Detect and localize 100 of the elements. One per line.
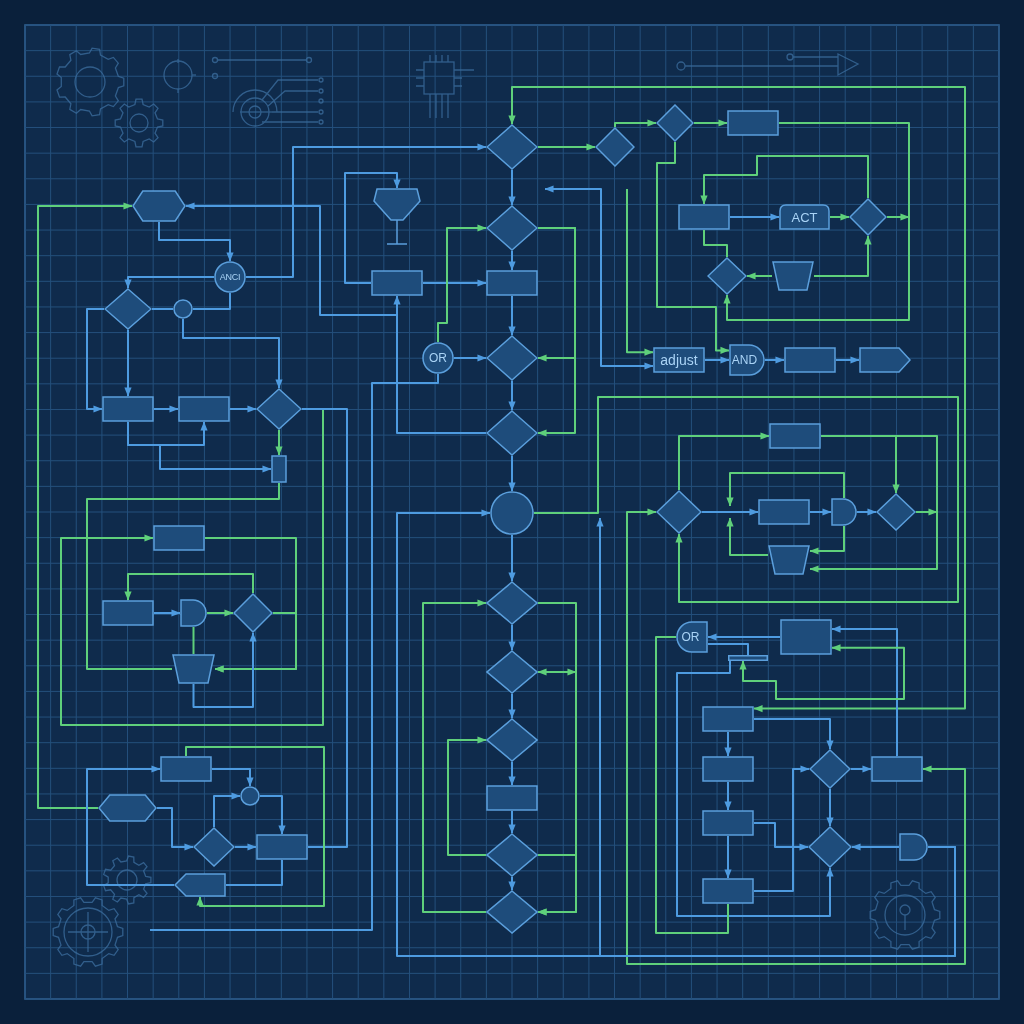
arrow xyxy=(508,876,516,891)
arrow xyxy=(234,843,257,851)
arrow xyxy=(626,188,654,356)
arrow xyxy=(826,788,834,827)
arrow xyxy=(185,746,325,907)
junction-bar xyxy=(728,655,768,661)
arrow xyxy=(508,810,516,834)
decision-diamond xyxy=(849,198,887,236)
arrow xyxy=(693,119,728,127)
node-label: OR xyxy=(429,352,447,364)
process-box xyxy=(271,455,287,483)
arrow xyxy=(746,272,773,280)
arrow xyxy=(124,329,132,397)
node-label: OR xyxy=(681,631,701,643)
process-box xyxy=(102,396,154,422)
arrow xyxy=(86,765,175,886)
process-box xyxy=(102,600,154,626)
arrow xyxy=(753,718,834,750)
arrow xyxy=(422,599,487,913)
decision-diamond xyxy=(656,490,702,534)
decision-diamond xyxy=(809,749,851,789)
connector-circle xyxy=(422,342,454,374)
arrow xyxy=(447,736,487,856)
arrow xyxy=(127,421,272,473)
arrow xyxy=(192,632,257,708)
process-box xyxy=(780,619,832,655)
arrow xyxy=(533,396,959,603)
arrow xyxy=(508,250,516,271)
hexagon-shape xyxy=(98,794,157,822)
decision-diamond xyxy=(233,593,273,633)
decision-diamond xyxy=(486,335,538,381)
arrow xyxy=(211,768,254,787)
connector-line xyxy=(707,643,749,656)
pentagon-arrow-shape xyxy=(859,347,911,373)
connector-line xyxy=(192,626,195,655)
connector-line xyxy=(225,859,283,886)
decision-diamond xyxy=(486,410,538,456)
arrow xyxy=(508,761,516,786)
arrow xyxy=(124,573,254,601)
process-box xyxy=(371,270,423,296)
decision-diamond xyxy=(486,718,538,762)
arrow xyxy=(229,405,257,413)
arrow xyxy=(537,854,577,916)
arrow xyxy=(656,141,730,354)
arrow xyxy=(724,835,732,879)
node-label: ANCI xyxy=(219,272,241,282)
arrow xyxy=(156,807,194,851)
arrow xyxy=(60,408,324,726)
arrow xyxy=(753,765,810,892)
arrow xyxy=(214,612,297,673)
process-box xyxy=(160,756,212,782)
process-box xyxy=(486,270,538,296)
connector-line xyxy=(149,373,439,931)
process-box xyxy=(702,756,754,782)
arrow xyxy=(856,508,877,516)
decision-diamond xyxy=(486,205,538,251)
arrow xyxy=(809,525,845,555)
decision-diamond xyxy=(486,890,538,934)
process-box xyxy=(256,834,308,860)
arrow xyxy=(213,792,241,828)
logic-gate xyxy=(676,621,708,653)
arrow xyxy=(508,169,516,206)
decision-diamond xyxy=(256,388,302,430)
arrow xyxy=(676,660,834,917)
arrow xyxy=(275,429,283,456)
arrow xyxy=(704,356,730,364)
arrow xyxy=(537,143,596,151)
arrow xyxy=(437,224,487,343)
process-box xyxy=(727,110,779,136)
arrow xyxy=(86,308,105,413)
connector-line xyxy=(655,636,729,934)
connector-circle xyxy=(173,299,193,319)
connector-circle xyxy=(214,261,246,293)
pentagon-arrow-shape xyxy=(174,873,226,897)
process-box xyxy=(702,878,754,904)
decision-diamond xyxy=(808,826,852,868)
process-box xyxy=(779,204,830,230)
arrow xyxy=(37,202,133,809)
decision-diamond xyxy=(595,127,635,167)
arrow xyxy=(537,227,576,437)
decision-diamond xyxy=(104,288,152,330)
arrow xyxy=(851,843,900,851)
connector-line xyxy=(703,229,728,258)
arrow xyxy=(678,432,770,491)
arrow xyxy=(850,765,872,773)
decision-diamond xyxy=(486,124,538,170)
double-arrow xyxy=(739,644,905,700)
arrow xyxy=(182,318,283,389)
arrow xyxy=(707,633,781,641)
connector-circle xyxy=(240,786,260,806)
process-box xyxy=(871,756,923,782)
logic-gate xyxy=(729,344,765,376)
hexagon-shape xyxy=(132,190,186,222)
arrow xyxy=(809,508,832,516)
arrow xyxy=(614,119,657,128)
process-box xyxy=(769,423,821,449)
process-box xyxy=(153,525,205,551)
arrow xyxy=(508,693,516,719)
double-arrow xyxy=(508,86,966,713)
arrow xyxy=(453,354,487,362)
